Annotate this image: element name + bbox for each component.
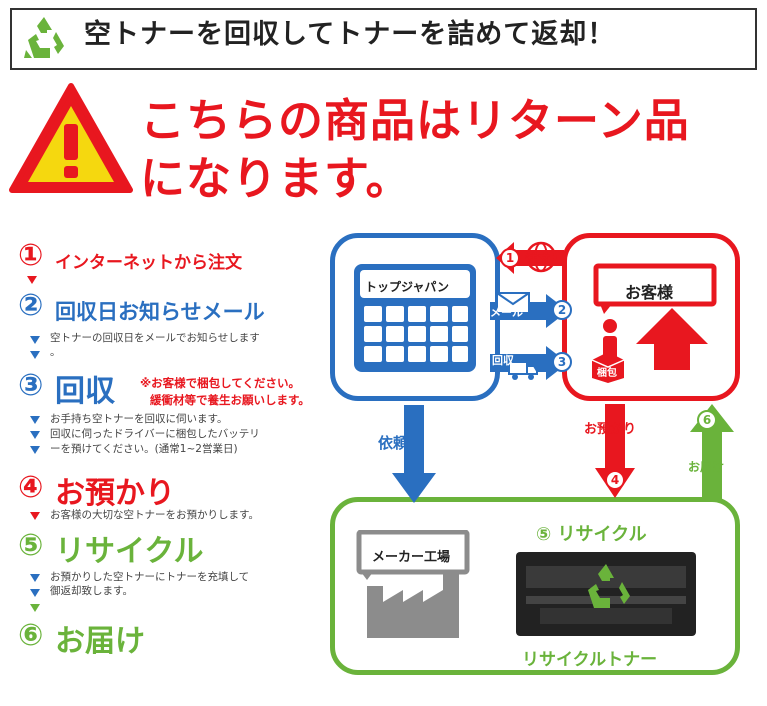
collect-num-badge: 3 xyxy=(552,352,572,372)
packing-label: 梱包 xyxy=(597,368,617,379)
mail-num-badge: 2 xyxy=(552,300,572,320)
todoke-num-badge: 6 xyxy=(697,410,717,430)
truck-icon xyxy=(508,361,538,380)
step4-num: ④ xyxy=(18,470,44,505)
arrow-down-icon xyxy=(27,276,37,284)
step3-desc-1: お手持ち空トナーを回収に伺います。 xyxy=(50,413,228,425)
customer-label: お客様 xyxy=(625,283,674,302)
step1-label: インターネットから注文 xyxy=(55,253,242,273)
step1-num: ① xyxy=(18,238,44,273)
globe-icon xyxy=(525,241,557,273)
azukari-label: お預かり xyxy=(584,422,637,437)
customer-illustration xyxy=(593,263,717,370)
step2-label: 回収日お知らせメール xyxy=(55,300,265,324)
order-num-badge: 1 xyxy=(500,248,520,268)
toner-cartridge-icon xyxy=(516,552,696,636)
step5-desc-1: お預かりした空トナーにトナーを充填して xyxy=(50,571,250,583)
azukari-num-badge: 4 xyxy=(605,470,625,490)
step4-label: お預かり xyxy=(55,476,175,511)
arrow-down-icon xyxy=(30,416,40,424)
factory-icon xyxy=(356,530,470,638)
arrow-down-icon xyxy=(30,336,40,344)
arrow-down-icon xyxy=(595,404,635,498)
header-banner xyxy=(10,8,757,70)
arrow-down-icon xyxy=(30,604,40,612)
step5-desc-2: 御返却致します。 xyxy=(50,585,133,597)
step5-label: リサイクル xyxy=(55,534,204,569)
warning-icon xyxy=(9,83,133,193)
step3-num: ③ xyxy=(18,368,44,403)
step2-num: ② xyxy=(18,288,44,323)
arrow-down-icon xyxy=(30,512,40,520)
company-name: トップジャパン xyxy=(365,280,450,294)
step3-desc-2: 回収に伺ったドライバーに梱包したバッテリ xyxy=(50,428,260,440)
calendar-icon xyxy=(354,264,476,372)
todoke-label: お届け xyxy=(688,460,725,474)
collect-label: 回収 xyxy=(492,354,514,367)
arrow-down-icon xyxy=(392,405,436,503)
arrow-down-icon xyxy=(30,351,40,359)
arrow-down-icon xyxy=(30,431,40,439)
step5-num: ⑤ xyxy=(18,528,44,563)
step2-desc-1: 空トナーの回収日をメールでお知らせします xyxy=(50,332,260,344)
step6-label: お届け xyxy=(55,624,145,659)
step3-note-1: ※お客様で梱包してください。 xyxy=(140,376,300,390)
mail-label: メール xyxy=(490,306,523,319)
arrow-down-icon xyxy=(30,589,40,597)
recycle-title: ⑤ リサイクル xyxy=(536,524,647,545)
request-label: 依頼 xyxy=(378,434,409,452)
header-title: 空トナーを回収してトナーを詰めて返却！ xyxy=(84,19,616,50)
step2-desc-2: 。 xyxy=(50,346,61,358)
order-label: 注文 xyxy=(526,252,551,266)
step3-label: 回収 xyxy=(55,374,115,409)
toner-label: リサイクルトナー xyxy=(522,650,658,670)
step6-num: ⑥ xyxy=(18,618,44,653)
warning-line2: になります。 xyxy=(140,152,412,205)
step3-note-2: 緩衝材等で養生お願いします。 xyxy=(150,393,310,407)
step3-desc-3: ーを預けてください。(通常1~2営業日) xyxy=(50,443,238,455)
warning-line1: こちらの商品はリターン品 xyxy=(140,94,690,147)
package-icon xyxy=(591,352,625,383)
factory-label: メーカー工場 xyxy=(372,550,451,565)
mail-icon xyxy=(496,292,530,314)
arrow-down-icon xyxy=(30,574,40,582)
step4-desc-1: お客様の大切な空トナーをお預かりします。 xyxy=(50,509,259,521)
recycle-icon xyxy=(24,17,64,58)
arrow-down-icon xyxy=(30,446,40,454)
